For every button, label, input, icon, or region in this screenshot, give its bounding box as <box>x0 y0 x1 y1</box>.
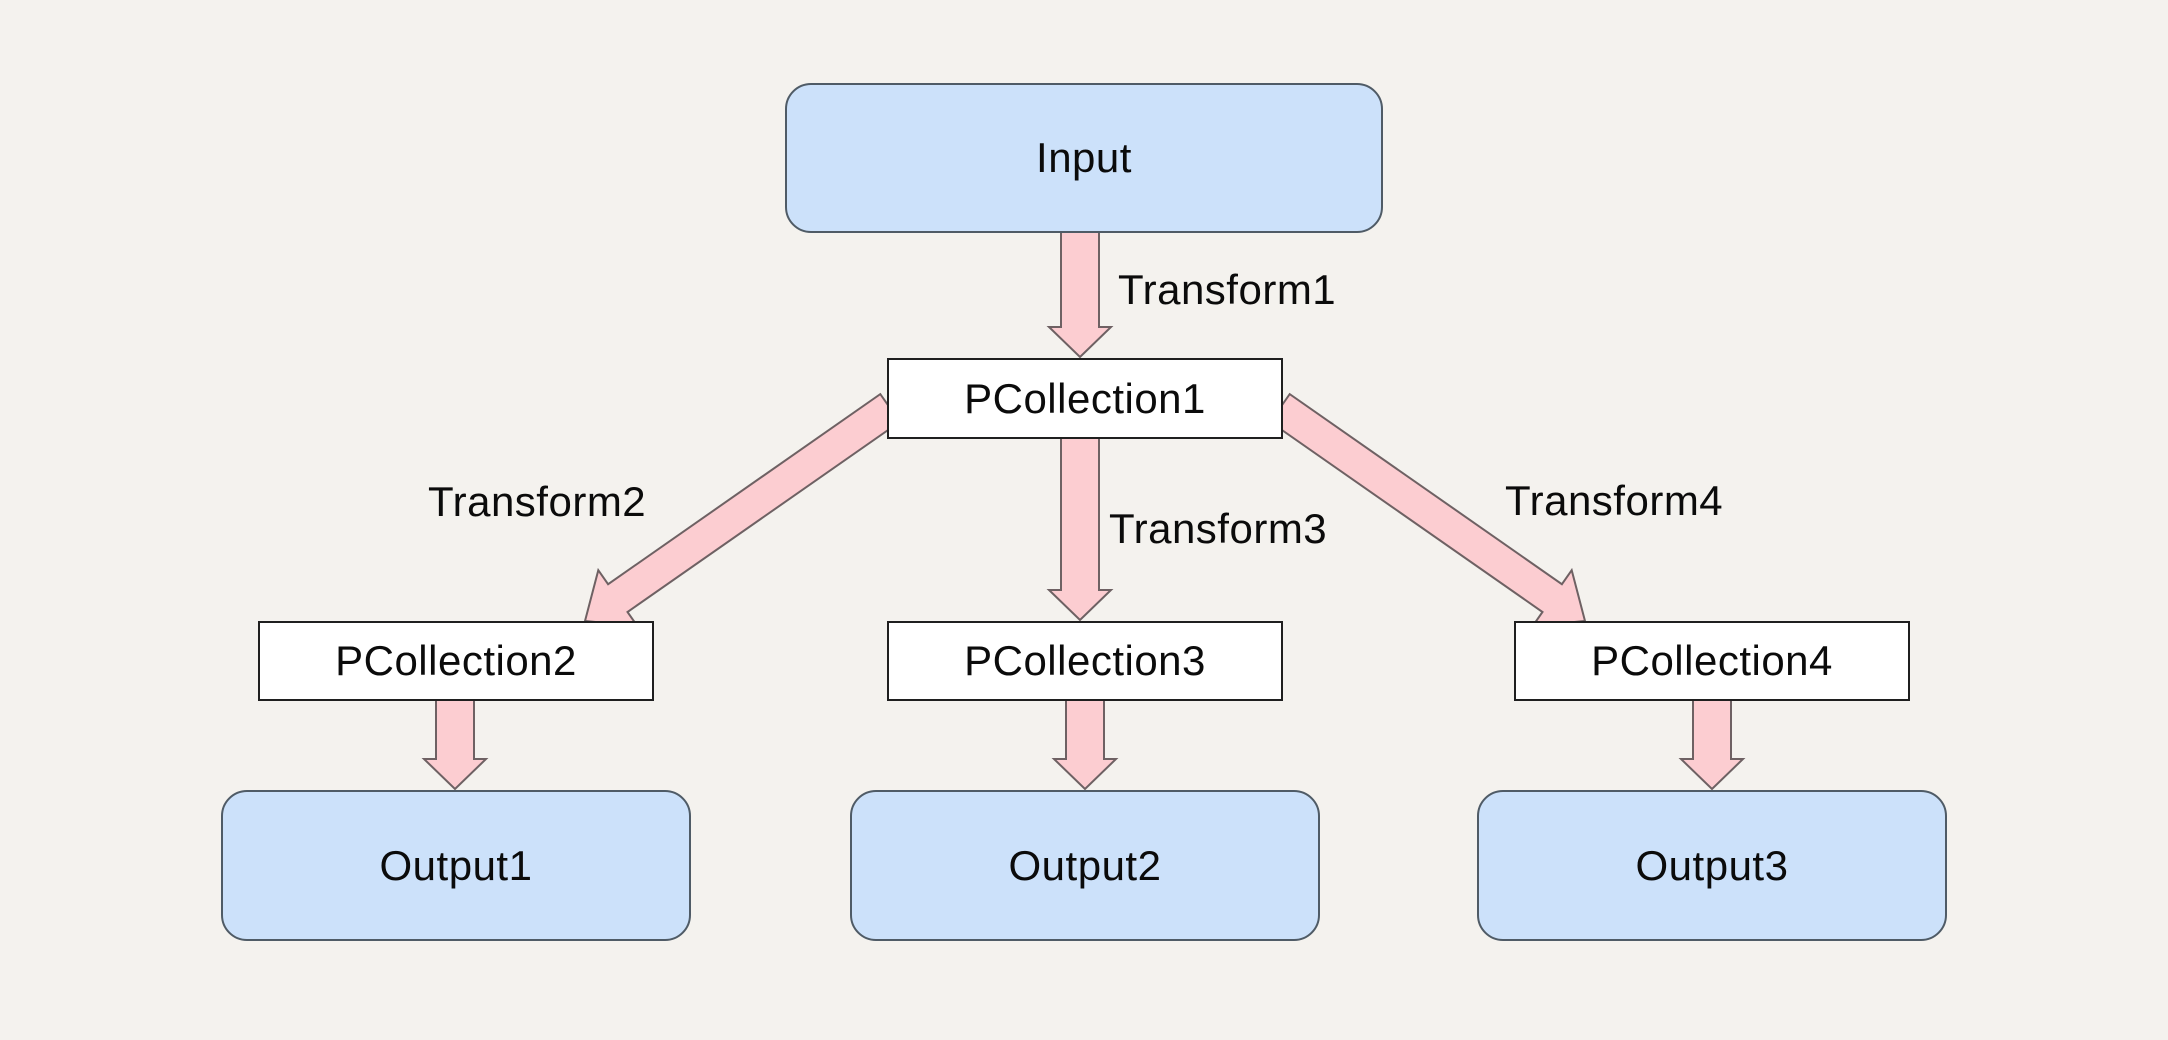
edge-label-transform1: Transform1 <box>1118 266 1337 313</box>
arrow-pcollection2-to-output1 <box>421 698 489 791</box>
arrow-pcollection1-to-pcollection3 <box>1046 436 1114 622</box>
node-input: Input <box>785 83 1383 233</box>
node-pcollection2-label: PCollection2 <box>335 637 577 684</box>
node-pcollection2: PCollection2 <box>258 621 654 701</box>
node-pcollection4: PCollection4 <box>1514 621 1910 701</box>
node-pcollection3-label: PCollection3 <box>964 637 1206 684</box>
arrow-pcollection4-to-output3 <box>1678 698 1746 791</box>
node-pcollection1: PCollection1 <box>887 358 1283 439</box>
arrow-pcollection1-to-pcollection2 <box>583 392 902 628</box>
node-pcollection3: PCollection3 <box>887 621 1283 701</box>
node-pcollection1-label: PCollection1 <box>964 374 1206 422</box>
edge-label-transform3: Transform3 <box>1109 505 1328 552</box>
node-output2: Output2 <box>850 790 1320 941</box>
arrow-pcollection3-to-output2 <box>1051 698 1119 791</box>
node-output3: Output3 <box>1477 790 1947 941</box>
node-output1: Output1 <box>221 790 691 941</box>
node-output1-label: Output1 <box>379 841 533 889</box>
arrow-input-to-pcollection1 <box>1046 230 1114 359</box>
node-output3-label: Output3 <box>1635 841 1789 889</box>
node-output2-label: Output2 <box>1008 841 1162 889</box>
arrow-pcollection1-to-pcollection4 <box>1268 392 1587 628</box>
node-input-label: Input <box>1036 134 1132 181</box>
edge-label-transform2: Transform2 <box>428 478 647 525</box>
node-pcollection4-label: PCollection4 <box>1591 637 1833 684</box>
edge-label-transform4: Transform4 <box>1505 477 1724 524</box>
